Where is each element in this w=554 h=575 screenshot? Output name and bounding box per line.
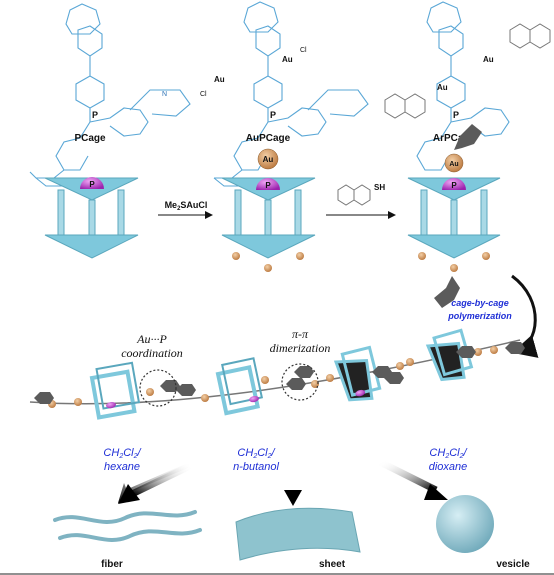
polymer-chain	[29, 328, 525, 420]
atom-label-au: Au	[437, 83, 448, 92]
svg-text:CH2Cl2/: CH2Cl2/	[103, 447, 141, 460]
aupcage-label: AuPCage	[246, 133, 291, 144]
aryl-group	[454, 124, 482, 150]
pipi-highlight	[281, 363, 319, 401]
pipi-label-line1: π-π	[292, 327, 309, 341]
aupcage-structure: P Au Cl Au Cl	[200, 1, 369, 187]
fiber-morphology	[53, 510, 202, 542]
aup-label-line1: Au···P	[136, 332, 167, 346]
svg-text:CH2Cl2/: CH2Cl2/	[237, 447, 275, 460]
arrow-to-vesicle	[378, 458, 438, 494]
aup-highlight	[139, 369, 177, 407]
atom-label-cl: Cl	[300, 47, 307, 54]
pipi-label-line2: dimerization	[270, 341, 331, 355]
arpcage-label: ArPCage	[433, 133, 476, 144]
cage-au-label: Au	[263, 155, 274, 164]
pcage-cartoon: P	[44, 177, 139, 259]
solvent-label-dioxane: CH2Cl2/ dioxane	[429, 447, 468, 473]
atom-label-cl: Cl	[200, 91, 207, 98]
sh-label: SH	[374, 183, 385, 192]
vesicle-morphology	[436, 495, 494, 553]
aryl-group	[434, 276, 460, 308]
polymerization-line1: cage-by-cage	[451, 298, 509, 308]
polymerization-line2: polymerization	[447, 311, 512, 321]
cage-p-label: P	[265, 181, 271, 190]
pcage-label: PCage	[74, 133, 106, 144]
arpcage-structure: P Au Au	[384, 1, 551, 171]
cage-p-label: P	[451, 181, 457, 190]
aupcage-cartoon: P Au	[221, 148, 316, 272]
atom-label-p: P	[270, 110, 276, 120]
atom-label-p: P	[92, 110, 98, 120]
sheet-morphology	[235, 507, 361, 561]
solvent-label-n-butanol: CH2Cl2/ n-butanol	[233, 447, 279, 473]
sheet-label: sheet	[319, 559, 346, 570]
svg-text:dioxane: dioxane	[429, 461, 468, 473]
atom-label-au: Au	[282, 55, 293, 64]
naphthalenethiol-reagent: SH	[337, 183, 385, 206]
fiber-label: fiber	[101, 559, 123, 570]
aup-label-line2: coordination	[121, 346, 183, 360]
atom-label-p: P	[453, 110, 459, 120]
atom-label-n: N	[162, 91, 167, 98]
svg-text:CH2Cl2/: CH2Cl2/	[429, 447, 467, 460]
pcage-structure: P N	[29, 3, 191, 187]
reagent-label: Me2SAuCl	[165, 200, 208, 212]
atom-label-au: Au	[214, 75, 225, 84]
vesicle-label: vesicle	[496, 559, 530, 570]
solvent-label-hexane: CH2Cl2/ hexane	[103, 447, 141, 473]
arpcage-cartoon: P Au	[407, 124, 501, 308]
cage-p-label: P	[89, 180, 95, 189]
cage-au-label: Au	[449, 161, 458, 168]
atom-label-au: Au	[483, 55, 494, 64]
svg-text:n-butanol: n-butanol	[233, 461, 279, 473]
svg-text:hexane: hexane	[104, 461, 140, 473]
